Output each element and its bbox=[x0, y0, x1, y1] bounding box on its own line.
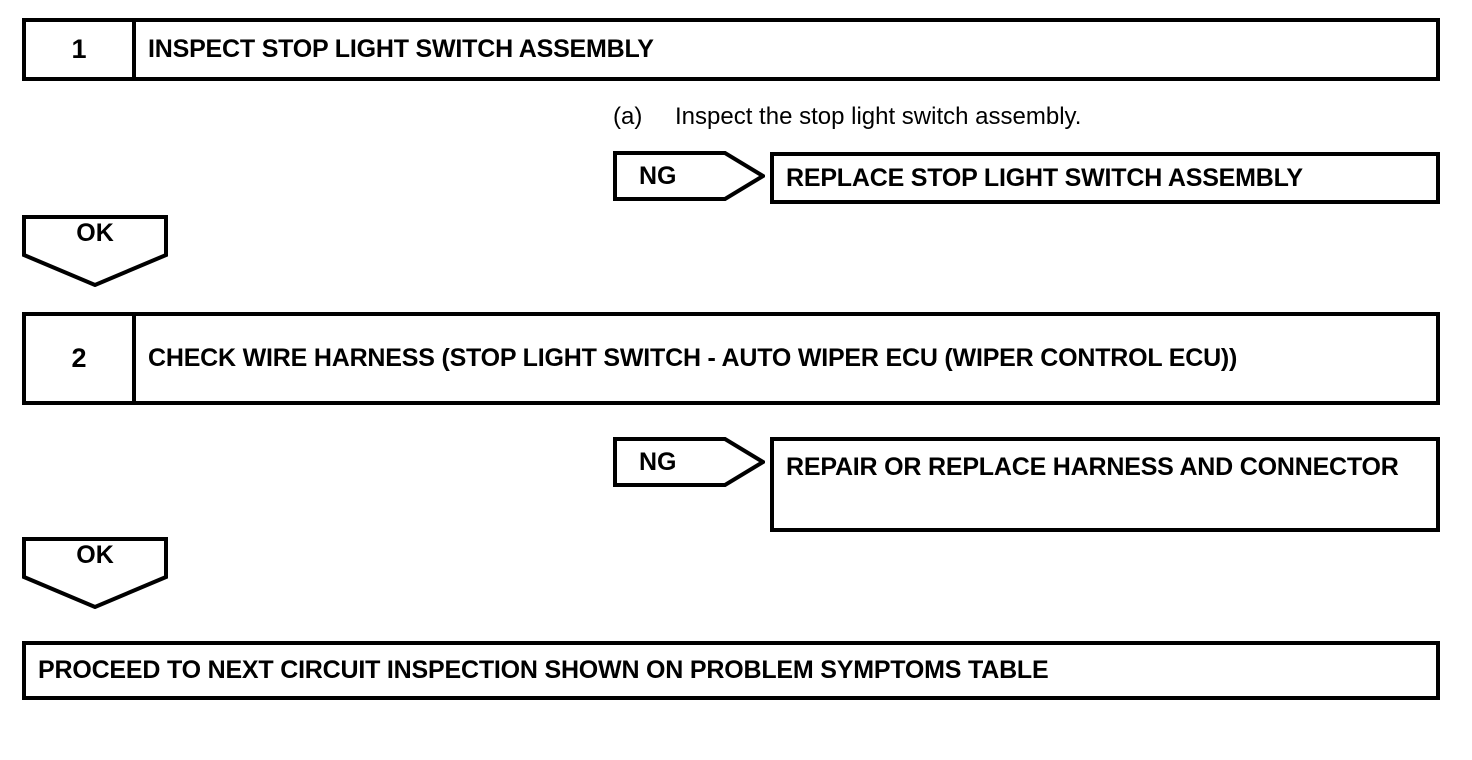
procedure-marker-1a: (a) bbox=[613, 103, 643, 130]
ng-arrow-label-1: NG bbox=[639, 161, 677, 190]
step-number-2: 2 bbox=[26, 316, 136, 401]
step-box-1: 1 INSPECT STOP LIGHT SWITCH ASSEMBLY bbox=[22, 18, 1440, 81]
ok-pentagon-2: OK bbox=[22, 537, 168, 609]
step-title-1: INSPECT STOP LIGHT SWITCH ASSEMBLY bbox=[148, 35, 654, 63]
ok-pentagon-label-1: OK bbox=[76, 219, 114, 247]
procedure-text-1a: Inspect the stop light switch assembly. bbox=[675, 103, 1082, 130]
ng-arrow-shape-1 bbox=[613, 151, 765, 201]
step-title-2: CHECK WIRE HARNESS (STOP LIGHT SWITCH - … bbox=[148, 344, 1238, 372]
ng-arrow-2: NG bbox=[613, 437, 765, 487]
ng-arrow-shape-2 bbox=[613, 437, 765, 487]
ng-result-box-2: REPAIR OR REPLACE HARNESS AND CONNECTOR bbox=[770, 437, 1440, 532]
step-number-1: 1 bbox=[26, 22, 136, 77]
ok-pentagon-shape-2 bbox=[22, 537, 168, 609]
ng-arrow-1: NG bbox=[613, 151, 765, 201]
step-box-2: 2 CHECK WIRE HARNESS (STOP LIGHT SWITCH … bbox=[22, 312, 1440, 405]
ok-pentagon-label-2: OK bbox=[76, 541, 114, 569]
ok-pentagon-shape-1 bbox=[22, 215, 168, 287]
final-result-box: PROCEED TO NEXT CIRCUIT INSPECTION SHOWN… bbox=[22, 641, 1440, 700]
ng-arrow-label-2: NG bbox=[639, 447, 677, 476]
procedure-line-1a: (a) Inspect the stop light switch assemb… bbox=[613, 101, 1081, 133]
ng-result-box-1: REPLACE STOP LIGHT SWITCH ASSEMBLY bbox=[770, 152, 1440, 204]
ok-pentagon-1: OK bbox=[22, 215, 168, 287]
